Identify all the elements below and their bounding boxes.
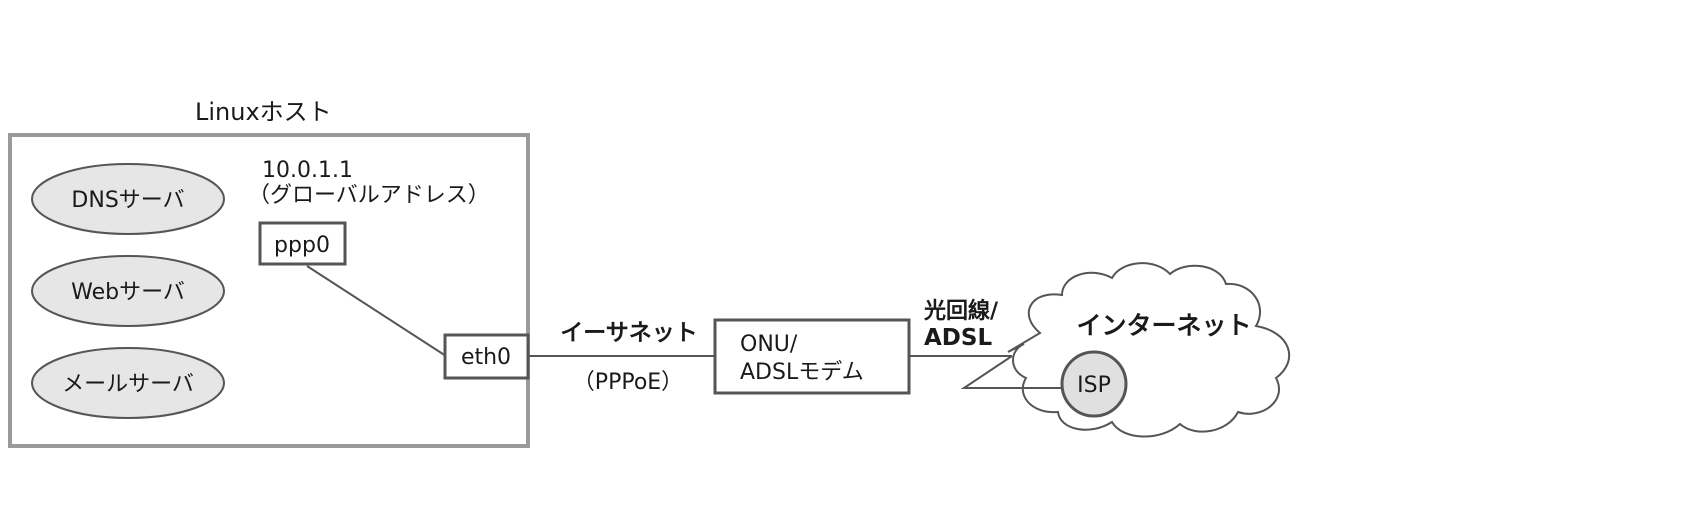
ip-note: （グローバルアドレス） xyxy=(248,183,490,208)
server-label: メールサーバ xyxy=(62,372,194,397)
server-mail: メールサーバ xyxy=(31,347,225,419)
server-label: Webサーバ xyxy=(71,280,185,305)
modem-label-line1: ONU/ xyxy=(740,332,798,357)
eth0-label: eth0 xyxy=(461,345,511,370)
internet-label: インターネット xyxy=(1076,311,1251,340)
server-web: Webサーバ xyxy=(31,255,225,327)
line-type-line1: 光回線/ xyxy=(923,298,999,324)
server-oval xyxy=(31,347,225,419)
modem-box xyxy=(713,318,911,395)
ethernet-protocol: （PPPoE） xyxy=(573,370,683,395)
line-type-line2: ADSL xyxy=(924,325,992,351)
linux-host-box xyxy=(8,133,530,448)
ethernet-label: イーサネット xyxy=(560,320,698,346)
ppp0-label: ppp0 xyxy=(274,233,330,258)
isp-label: ISP xyxy=(1077,373,1111,398)
internet-cloud xyxy=(1007,262,1291,438)
isp-node xyxy=(1060,350,1128,418)
ppp-eth-link xyxy=(306,265,447,357)
server-dns: DNSサーバ xyxy=(31,163,225,235)
server-oval xyxy=(31,163,225,235)
line-bolt xyxy=(960,355,1070,389)
server-label: DNSサーバ xyxy=(71,188,184,213)
server-oval xyxy=(31,255,225,327)
ppp0-box xyxy=(258,221,347,266)
modem-label-line2: ADSLモデム xyxy=(740,360,864,385)
ip-address: 10.0.1.1 xyxy=(262,158,353,183)
host-title: Linuxホスト xyxy=(195,98,332,126)
